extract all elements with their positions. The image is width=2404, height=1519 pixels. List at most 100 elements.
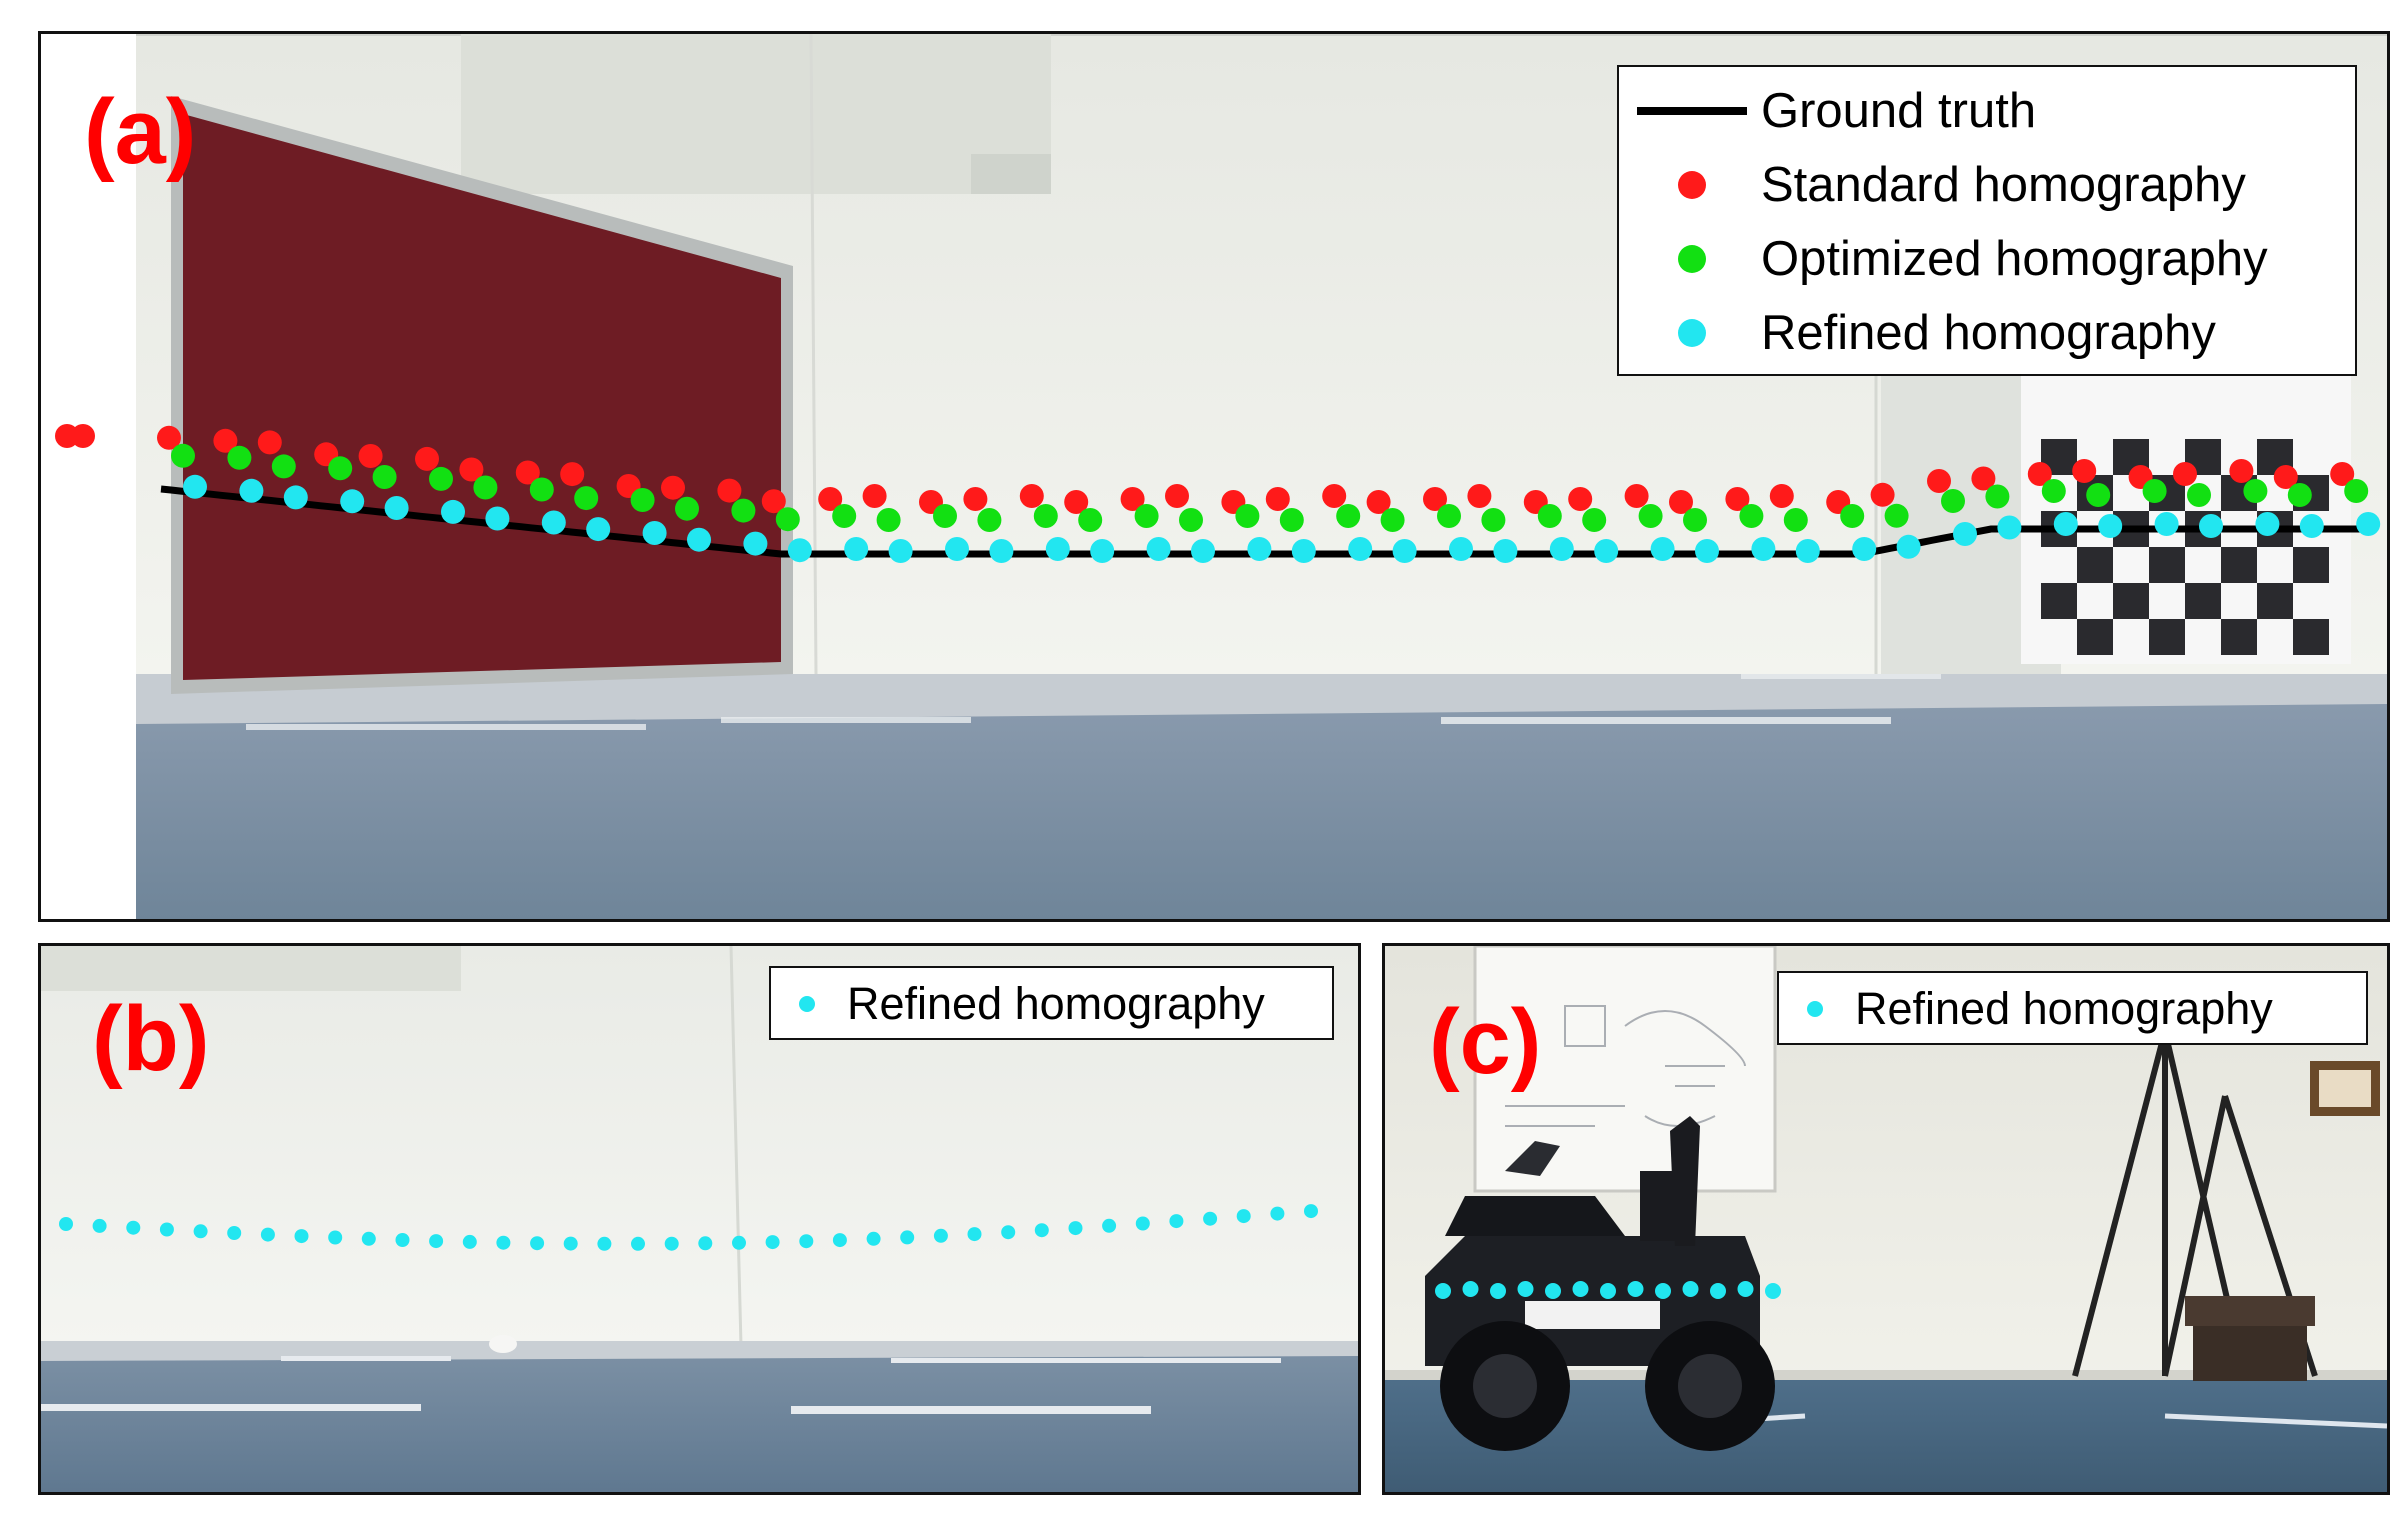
refined-point: [799, 1234, 814, 1249]
checker-square: [2257, 583, 2293, 619]
refined-point: [384, 496, 409, 520]
refined-point: [732, 1235, 746, 1250]
optimized-point: [1437, 504, 1461, 528]
standard-point: [71, 424, 95, 448]
refined-point: [2255, 512, 2280, 536]
standard-point: [1927, 469, 1951, 493]
refined-point: [1682, 1281, 1699, 1297]
optimized-point: [1537, 504, 1562, 528]
standard-point: [1064, 490, 1089, 514]
optimized-point: [2041, 479, 2066, 503]
standard-point: [1120, 487, 1145, 511]
refined-point: [1795, 539, 1820, 563]
refined-point: [1462, 1281, 1479, 1297]
standard-point: [459, 457, 484, 482]
optimized-point: [227, 445, 252, 470]
optimized-point: [1336, 504, 1361, 528]
checker-square: [2149, 547, 2185, 583]
standard-point: [1669, 490, 1693, 514]
refined-point: [183, 474, 207, 499]
refined-point: [227, 1226, 242, 1240]
refined-point: [563, 1236, 578, 1251]
standard-point: [415, 446, 439, 471]
refined-point: [126, 1220, 141, 1235]
refined-point: [1169, 1214, 1184, 1229]
refined-point: [92, 1218, 107, 1233]
legend-refined-homography: Refined homography: [847, 978, 1265, 1029]
refined-point: [642, 521, 667, 545]
refined-point: [239, 478, 264, 503]
refined-point: [193, 1224, 208, 1239]
refined-point: [1392, 539, 1417, 563]
refined-point: [283, 485, 308, 510]
whiteboard: [1473, 946, 1777, 1193]
standard-point: [1265, 487, 1290, 511]
ceiling-panel: [461, 34, 1051, 194]
refined-point: [395, 1233, 410, 1247]
refined-point: [1751, 537, 1776, 561]
standard-point: [1870, 482, 1895, 507]
standard-point: [257, 430, 282, 455]
refined-point: [945, 537, 969, 561]
refined-homography-points: [1435, 1281, 1781, 1299]
optimized-point: [2187, 483, 2211, 507]
optimized-point: [271, 454, 296, 479]
optimized-point: [574, 486, 599, 511]
refined-point: [1997, 515, 2022, 540]
panel-a-legend: Ground truth Standard homography Optimiz…: [1617, 65, 2357, 376]
optimized-point: [1481, 508, 1506, 532]
checker-square: [2077, 619, 2113, 655]
standard-point: [1366, 490, 1391, 514]
standard-point: [1467, 484, 1492, 508]
optimized-point: [1078, 508, 1103, 532]
refined-point: [462, 1234, 477, 1249]
legend-refined-homography: Refined homography: [1855, 983, 2273, 1034]
standard-point: [2173, 462, 2197, 486]
optimized-point: [731, 498, 756, 523]
optimized-point: [171, 443, 195, 468]
standard-point: [761, 489, 786, 514]
refined-point: [1270, 1206, 1285, 1221]
black-line-icon: [1637, 79, 1747, 143]
refined-point: [1953, 522, 1977, 546]
refined-point: [59, 1217, 73, 1231]
standard-point: [2330, 462, 2355, 486]
optimized-point: [429, 466, 453, 491]
optimized-point: [2243, 479, 2268, 503]
checker-square: [2041, 583, 2077, 619]
standard-point: [818, 487, 843, 511]
refined-point: [1034, 1223, 1049, 1238]
refined-point: [2098, 514, 2123, 538]
standard-point: [358, 444, 383, 468]
refined-point: [2356, 512, 2381, 536]
optimized-point: [1739, 504, 1764, 528]
refined-point: [1191, 539, 1215, 563]
optimized-point: [2086, 483, 2111, 507]
refined-point: [631, 1236, 645, 1251]
optimized-point: [1582, 508, 1607, 532]
optimized-point: [328, 456, 353, 481]
optimized-point: [675, 496, 699, 521]
standard-point: [1019, 484, 1044, 508]
refined-point: [1146, 537, 1171, 561]
refined-point: [260, 1227, 275, 1242]
standard-point: [1322, 484, 1347, 508]
optimized-point: [832, 504, 857, 528]
standard-point: [661, 475, 685, 500]
optimized-point: [1941, 489, 1965, 513]
refined-point: [159, 1222, 174, 1237]
checker-square: [2221, 547, 2257, 583]
refined-point: [1045, 537, 1070, 561]
optimized-point: [2142, 479, 2167, 503]
refined-point: [1852, 537, 1877, 561]
refined-point: [1090, 539, 1115, 563]
refined-point: [1449, 537, 1473, 561]
optimized-point: [1985, 484, 2010, 509]
refined-point: [832, 1233, 847, 1248]
checker-square: [2149, 619, 2185, 655]
standard-point: [2072, 459, 2097, 483]
refined-point: [1545, 1283, 1561, 1299]
standard-point: [515, 460, 540, 485]
panel-c: (c) Refined homography: [1382, 943, 2390, 1495]
refined-point: [1655, 1283, 1671, 1299]
